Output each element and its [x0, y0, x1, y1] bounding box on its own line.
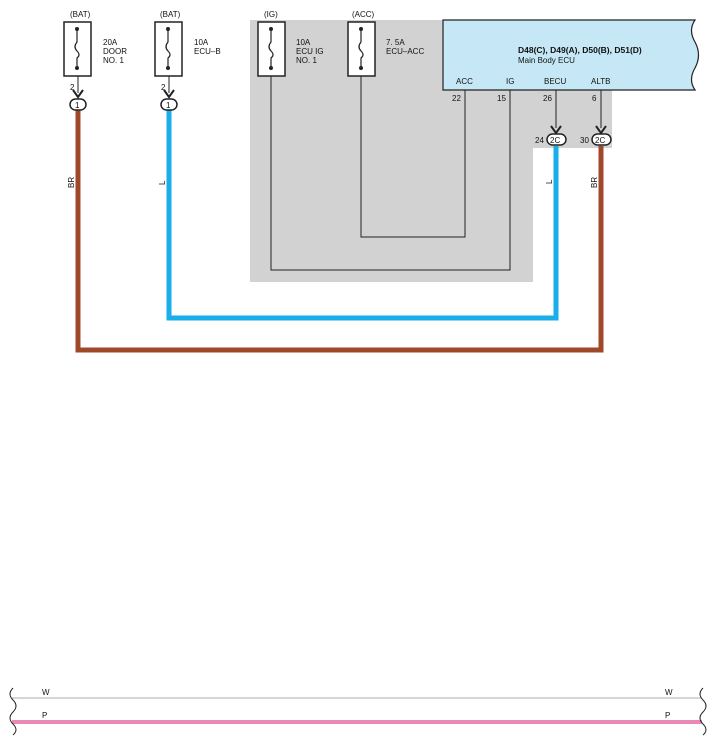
- connector-2c-pin30: 2C 30: [580, 125, 612, 146]
- fuse-name-line2: NO. 1: [296, 56, 317, 65]
- ecu-subtitle: Main Body ECU: [518, 56, 575, 65]
- break-mark-right: [699, 687, 707, 736]
- ecu-terminal-acc: ACC: [456, 77, 473, 86]
- ecu-pin-6: 6: [592, 94, 597, 103]
- wire-color-l-right: L: [545, 179, 554, 184]
- fuse-source-label: (ACC): [352, 10, 375, 19]
- fuse-pin: 2: [161, 83, 166, 92]
- wire-color-br-right: BR: [590, 177, 599, 188]
- wire-color-l-left: L: [158, 180, 167, 185]
- ecu-pin-26: 26: [543, 94, 552, 103]
- wire-color-br-left: BR: [67, 177, 76, 188]
- connector-id: 1: [166, 101, 171, 110]
- wire-color-p-left: P: [42, 711, 47, 720]
- wire-l: [166, 110, 559, 321]
- break-mark-left: [9, 687, 17, 736]
- ecu-title: D48(C), D49(A), D50(B), D51(D): [518, 45, 642, 55]
- fuse-ecu-acc: (ACC) 7. 5A ECU–ACC: [347, 10, 424, 77]
- fuse-name-line2: NO. 1: [103, 56, 124, 65]
- fuse-rating: 10A: [296, 38, 311, 47]
- connector-pin-30: 30: [580, 136, 589, 145]
- wire-color-w-left: W: [42, 688, 50, 697]
- fuse-ecu-ig-no1: (IG) 10A ECU IG NO. 1: [257, 10, 324, 77]
- connector-1-door: 1: [69, 89, 87, 111]
- wire-acc: [360, 76, 466, 238]
- fuse-source-label: (IG): [264, 10, 278, 19]
- wire-ig: [270, 76, 511, 271]
- ecu-terminal-becu: BECU: [544, 77, 566, 86]
- ecu-terminal-ig: IG: [506, 77, 514, 86]
- connector-2c-pin24: 2C 22 24: [535, 125, 567, 146]
- ecu-pin-15: 15: [497, 94, 506, 103]
- connector-id: 2C: [550, 136, 560, 145]
- fuse-source-label: (BAT): [70, 10, 91, 19]
- connector-1-ecu-b: 1: [160, 89, 178, 111]
- bottom-wires: W W P P: [9, 687, 707, 736]
- fuse-rating: 10A: [194, 38, 209, 47]
- ecu-terminal-stubs: [555, 90, 602, 128]
- fuse-name-line1: ECU–B: [194, 47, 221, 56]
- ecu-terminal-altb: ALTB: [591, 77, 610, 86]
- ecu-pin-22: 22: [452, 94, 461, 103]
- fuse-rating: 7. 5A: [386, 38, 405, 47]
- fuse-pin: 2: [70, 83, 75, 92]
- main-body-ecu: D48(C), D49(A), D50(B), D51(D) Main Body…: [442, 19, 700, 103]
- fuse-name-line1: ECU IG: [296, 47, 324, 56]
- wire-br: [75, 110, 604, 353]
- ig-acc-wires: [270, 76, 511, 271]
- connector-id: 1: [75, 101, 80, 110]
- fuse-rating: 20A: [103, 38, 118, 47]
- fuse-door-no1: (BAT) 20A DOOR NO. 1 2: [63, 10, 127, 92]
- connector-pin-24: 24: [535, 136, 544, 145]
- fuse-ecu-b: (BAT) 10A ECU–B 2: [154, 10, 221, 92]
- wire-color-p-right: P: [665, 711, 670, 720]
- fuse-name-line1: ECU–ACC: [386, 47, 424, 56]
- wire-color-w-right: W: [665, 688, 673, 697]
- connector-id: 2C: [595, 136, 605, 145]
- fuse-name-line1: DOOR: [103, 47, 127, 56]
- fuse-source-label: (BAT): [160, 10, 181, 19]
